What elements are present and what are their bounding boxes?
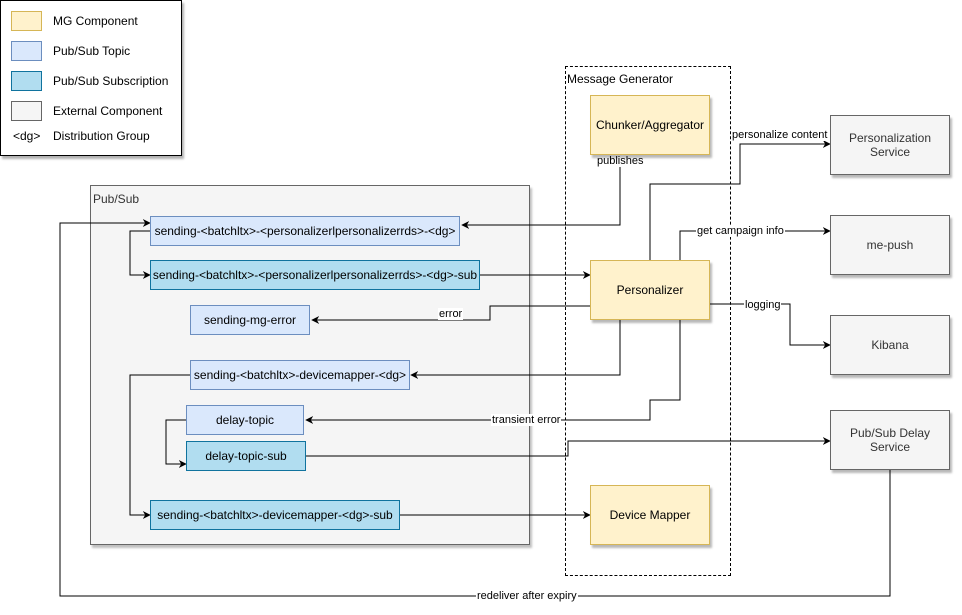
edge-redeliver-after-expiry bbox=[59, 219, 891, 597]
legend-label-mg-component: MG Component bbox=[53, 14, 138, 28]
edge-delay-topic-to-sub bbox=[165, 419, 187, 468]
label-error: error bbox=[438, 308, 464, 320]
label-get-campaign-info: get campaign info bbox=[696, 225, 785, 237]
legend-label-distribution-group: Distribution Group bbox=[53, 129, 150, 143]
label-redeliver-after-expiry: redeliver after expiry bbox=[476, 590, 578, 602]
mg-error-topic-node: sending-mg-error bbox=[190, 305, 310, 335]
legend-label-external-component: External Component bbox=[53, 104, 163, 118]
chunker-aggregator-node: Chunker/Aggregator bbox=[590, 95, 710, 155]
label-personalize-content: personalize content bbox=[731, 129, 829, 141]
pubsub-delay-service-node: Pub/Sub Delay Service bbox=[830, 410, 950, 470]
label-transient-error: transient error bbox=[491, 414, 562, 426]
edge-delay-sub-to-delay-service bbox=[306, 437, 831, 457]
edge-devicemapper-topic-to-sub bbox=[129, 374, 190, 519]
pubsub-group-title: Pub/Sub bbox=[93, 192, 140, 206]
devicemapper-topic-node: sending-<batchltx>-devicemapper-<dg> bbox=[190, 360, 410, 390]
edge-personalizer-to-devicemapper-topic bbox=[410, 320, 621, 379]
legend-swatch-pubsub-topic bbox=[11, 41, 42, 61]
edge-chunker-publishes bbox=[461, 155, 621, 229]
legend-dg-symbol: <dg> bbox=[13, 129, 41, 143]
delay-topic-node: delay-topic bbox=[186, 405, 304, 435]
me-push-node: me-push bbox=[830, 215, 950, 275]
label-publishes: publishes bbox=[596, 155, 645, 167]
message-generator-group-title: Message Generator bbox=[567, 72, 674, 86]
legend-label-pubsub-topic: Pub/Sub Topic bbox=[53, 44, 131, 58]
edge-personalize-content bbox=[649, 140, 831, 260]
personalizer-subscription-node: sending-<batchltx>-<personalizerlpersona… bbox=[150, 260, 480, 290]
legend-swatch-external-component bbox=[11, 101, 42, 121]
edge-error bbox=[311, 305, 590, 324]
delay-topic-subscription-node: delay-topic-sub bbox=[186, 441, 306, 471]
device-mapper-node: Device Mapper bbox=[590, 485, 710, 545]
edge-topic-to-sub-personalizer bbox=[129, 230, 151, 279]
personalization-service-node: Personalization Service bbox=[830, 115, 950, 175]
personalizer-node: Personalizer bbox=[590, 260, 710, 320]
legend: MG Component Pub/Sub Topic Pub/Sub Subsc… bbox=[0, 0, 182, 156]
message-generator-group: Message Generator bbox=[565, 66, 731, 576]
legend-swatch-mg-component bbox=[11, 11, 42, 31]
legend-label-pubsub-subscription: Pub/Sub Subscription bbox=[53, 74, 169, 88]
label-logging: logging bbox=[744, 299, 782, 311]
personalizer-topic-node: sending-<batchltx>-<personalizerlpersona… bbox=[150, 216, 460, 246]
legend-swatch-pubsub-subscription bbox=[11, 71, 42, 91]
kibana-node: Kibana bbox=[830, 315, 950, 375]
devicemapper-subscription-node: sending-<batchltx>-devicemapper-<dg>-sub bbox=[150, 500, 400, 530]
